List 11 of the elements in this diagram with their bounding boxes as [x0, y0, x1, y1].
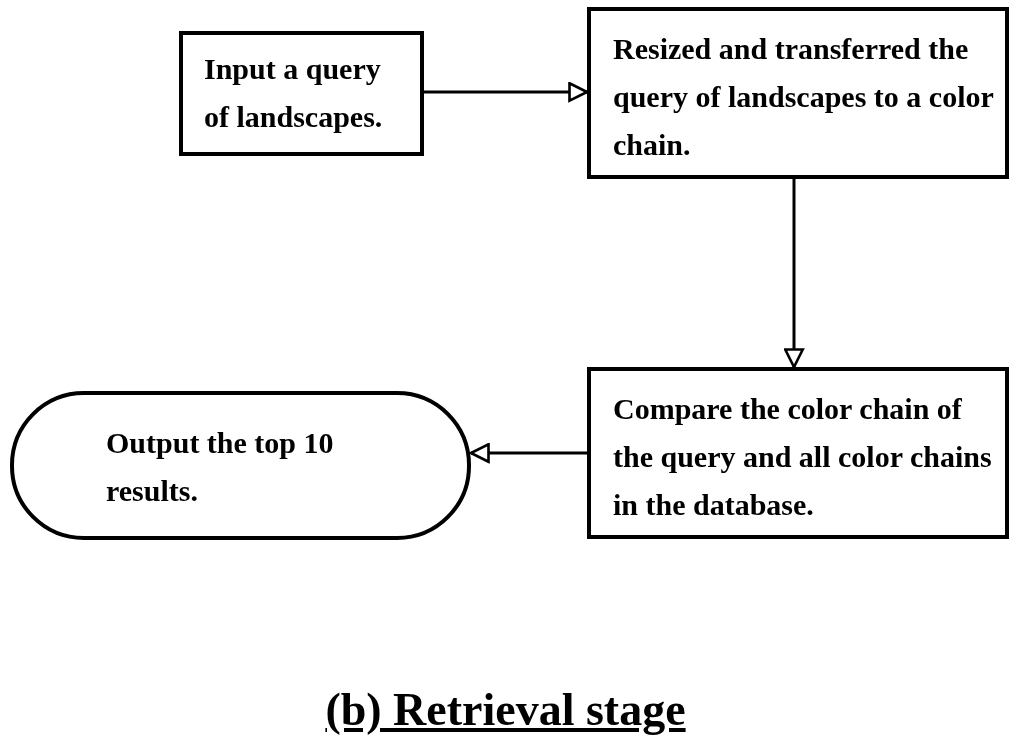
arrow	[424, 81, 589, 103]
node-text: Compare the color chain of the query and all color chains in the database.	[613, 391, 993, 523]
process-box	[587, 7, 1009, 179]
node-text: Output the top 10 results.	[106, 425, 335, 509]
process-box	[179, 31, 424, 156]
process-box	[587, 367, 1009, 539]
arrow	[469, 442, 587, 464]
arrow	[783, 179, 805, 369]
node-text: Resized and transferred the query of landscapes to a color chain.	[613, 31, 995, 163]
node-text: Input a query of landscapes.	[204, 51, 384, 135]
caption: (b) Retrieval stage	[325, 684, 686, 735]
